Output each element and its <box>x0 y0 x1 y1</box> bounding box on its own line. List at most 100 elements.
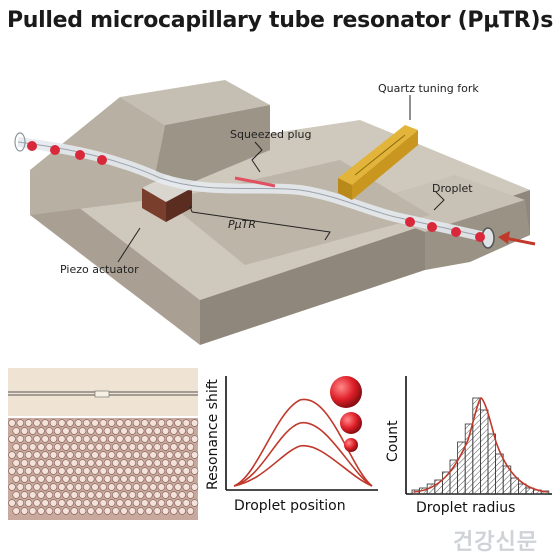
putr-bracket <box>191 211 331 241</box>
lattice-droplet <box>78 443 87 451</box>
lattice-droplet <box>66 483 74 491</box>
lattice-droplet <box>107 451 116 459</box>
lattice-droplet <box>166 451 174 459</box>
lattice-droplet <box>16 435 24 443</box>
lattice-droplet <box>112 507 120 515</box>
lattice-droplet <box>182 499 191 507</box>
lattice-droplet <box>178 507 186 515</box>
lattice-droplet <box>99 483 108 491</box>
lattice-droplet <box>49 419 58 427</box>
histogram-bar <box>487 433 496 495</box>
lattice-droplet <box>145 475 153 483</box>
lattice-droplet <box>12 507 20 515</box>
lattice-droplet <box>24 451 33 459</box>
lattice-droplet <box>74 499 83 507</box>
lattice-droplet <box>112 427 120 435</box>
leader-squeezed <box>251 141 263 173</box>
lattice-droplet <box>20 491 29 499</box>
lattice-droplet <box>45 427 54 435</box>
lattice-droplet <box>33 451 41 459</box>
lattice-droplet <box>141 419 149 427</box>
lattice-droplet <box>58 467 66 475</box>
lattice-droplet <box>174 483 182 491</box>
lattice-droplet <box>41 467 49 475</box>
lattice-droplet <box>62 507 70 515</box>
lattice-droplet <box>82 419 91 427</box>
lattice-droplet <box>78 491 87 499</box>
lattice-droplet <box>107 419 116 427</box>
lattice-droplet <box>99 419 108 427</box>
lattice-droplet <box>136 475 145 483</box>
lattice-droplet <box>153 443 161 451</box>
lattice-droplet <box>186 507 195 515</box>
lattice-droplet <box>128 475 137 483</box>
lattice-droplet <box>16 419 24 427</box>
lattice-droplet <box>190 499 199 507</box>
label-squeezed-plug: Squeezed plug <box>230 128 312 141</box>
gaussian-fit <box>413 397 549 493</box>
lattice-droplet <box>8 483 16 491</box>
lattice-droplet <box>20 427 29 435</box>
lattice-droplet <box>182 451 191 459</box>
lattice-droplet <box>136 443 145 451</box>
lattice-droplet <box>29 491 37 499</box>
lattice-droplet <box>170 491 178 499</box>
lattice-droplet <box>132 483 141 491</box>
lattice-droplet <box>95 427 103 435</box>
lattice-droplet <box>58 435 66 443</box>
lattice-droplet <box>120 459 128 467</box>
droplet <box>427 222 437 232</box>
lattice-droplet <box>45 459 54 467</box>
lattice-droplet <box>112 459 120 467</box>
lattice-droplet <box>62 443 70 451</box>
histogram-bar <box>518 483 527 495</box>
label-droplet: Droplet <box>432 182 473 195</box>
lattice-droplet <box>33 435 41 443</box>
lattice-droplet <box>29 507 37 515</box>
droplet-small <box>344 438 358 452</box>
lattice-droplet <box>161 443 170 451</box>
lattice-droplet <box>136 459 145 467</box>
lattice-droplet <box>166 483 174 491</box>
lattice-droplet <box>112 491 120 499</box>
lattice-droplet <box>136 491 145 499</box>
lattice-droplet <box>37 427 45 435</box>
lattice-droplet <box>41 451 49 459</box>
label-piezo: Piezo actuator <box>60 263 139 276</box>
lattice-droplet <box>157 467 166 475</box>
lattice-droplet <box>37 475 45 483</box>
lattice-droplet <box>82 435 91 443</box>
inflow-arrow-shaft <box>504 236 536 246</box>
lattice-droplet <box>174 499 182 507</box>
lattice-droplet <box>132 467 141 475</box>
lattice-droplet <box>8 419 16 427</box>
lattice-droplet <box>78 459 87 467</box>
lattice-droplet <box>128 459 137 467</box>
lattice-droplet <box>116 467 124 475</box>
lattice-droplet <box>78 475 87 483</box>
lattice-droplet <box>58 419 66 427</box>
lattice-droplet <box>124 419 132 427</box>
left-block-side <box>150 105 270 200</box>
lattice-droplet <box>53 459 62 467</box>
lattice-droplet <box>174 467 182 475</box>
inflow-arrow-head <box>498 231 510 244</box>
lattice-droplet <box>66 419 74 427</box>
lattice-droplet <box>145 491 153 499</box>
lattice-droplet <box>12 491 20 499</box>
lattice-droplet <box>24 467 33 475</box>
lattice-droplet <box>124 467 132 475</box>
lattice-droplet <box>58 499 66 507</box>
lattice-droplet <box>91 499 99 507</box>
lattice-droplet <box>91 435 99 443</box>
lattice-droplet <box>8 467 16 475</box>
lattice-droplet <box>37 491 45 499</box>
lattice-droplet <box>62 459 70 467</box>
lattice-droplet <box>120 491 128 499</box>
lattice-droplet <box>99 467 108 475</box>
lattice-droplet <box>157 499 166 507</box>
lattice-droplet <box>20 443 29 451</box>
histogram-bars <box>411 397 550 495</box>
lattice-droplet <box>161 475 170 483</box>
